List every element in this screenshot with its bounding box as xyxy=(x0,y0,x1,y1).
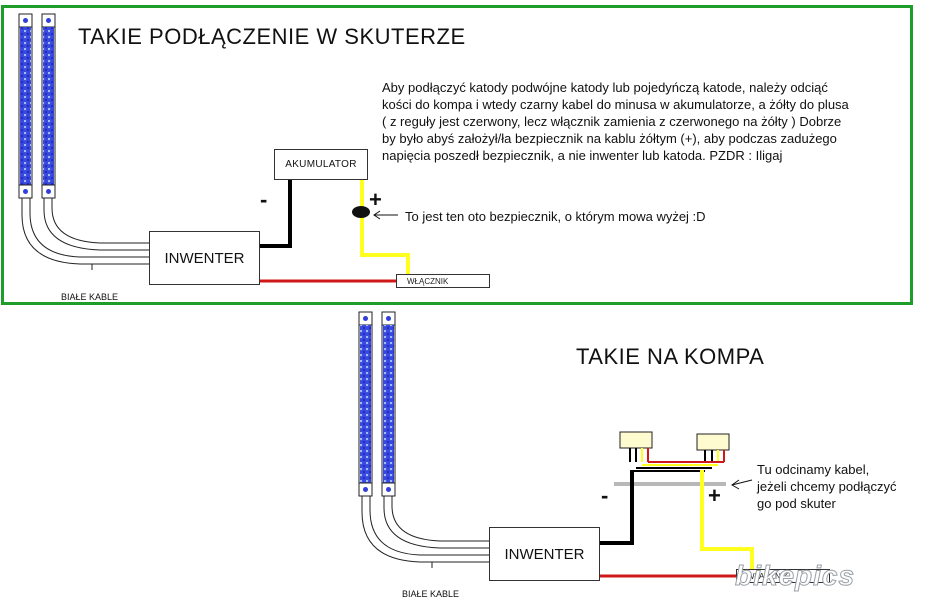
cathode-tube-icon-bottom-right xyxy=(381,311,396,497)
switch-box-top: WŁĄCZNIK xyxy=(396,274,490,288)
switch-box-bottom: WŁĄCZNIK xyxy=(736,569,830,583)
switch-label-top: WŁĄCZNIK xyxy=(407,276,449,286)
white-cables-bottom xyxy=(361,496,490,568)
arrow-icon-fuse xyxy=(373,210,398,220)
yellow-wire-bottom xyxy=(700,470,754,570)
connector-icon-left xyxy=(619,431,653,462)
connector-icon-right xyxy=(696,433,730,462)
white-cables-label-bottom: BIAŁE KABLE xyxy=(402,589,460,599)
inverter-box-top: INWENTER xyxy=(149,231,260,285)
black-wire-bottom xyxy=(600,471,634,545)
white-cables-top xyxy=(21,198,150,270)
scooter-title: TAKIE PODŁĄCZENIE W SKUTERZE xyxy=(78,24,466,49)
cut-note: Tu odcinamy kabel, jeżeli chcemy podłącz… xyxy=(757,462,897,511)
fuse-icon xyxy=(352,206,370,218)
cathode-tube-icon-bottom-left xyxy=(358,311,373,497)
bikepics-watermark: bikepics xyxy=(734,560,856,592)
cathode-tube-icon-top-left xyxy=(18,13,33,199)
battery-box: AKUMULATOR xyxy=(274,149,368,180)
plus-sign-top: + xyxy=(369,187,382,212)
battery-label: AKUMULATOR xyxy=(285,159,357,170)
inverter-label-bottom: INWENTER xyxy=(504,545,585,563)
plus-sign-bottom: + xyxy=(708,483,721,508)
fuse-note: To jest ten oto bezpiecznik, o którym mo… xyxy=(405,209,706,224)
white-cables-label-top: BIAŁE KABLE xyxy=(61,292,119,302)
inverter-label-top: INWENTER xyxy=(164,249,245,267)
black-wire-top xyxy=(260,180,292,248)
inverter-box-bottom: INWENTER xyxy=(489,527,600,581)
minus-sign-top: - xyxy=(260,187,268,212)
connection-description: Aby podłączyć katody podwójne katody lub… xyxy=(382,80,849,163)
connector-harness xyxy=(630,461,724,472)
computer-title: TAKIE NA KOMPA xyxy=(576,344,765,369)
cathode-tube-icon-top-right xyxy=(41,13,56,199)
scooter-panel-frame xyxy=(1,5,913,305)
switch-label-bottom: WŁĄCZNIK xyxy=(747,571,789,581)
minus-sign-bottom: - xyxy=(601,483,609,508)
arrow-icon-cut xyxy=(731,479,753,490)
